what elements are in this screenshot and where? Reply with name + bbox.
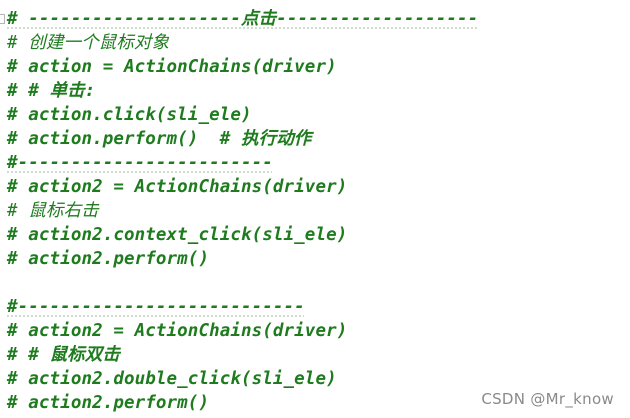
code-line-16: # action2.double_click(sli_ele)	[7, 369, 337, 389]
fold-marker-icon[interactable]	[0, 14, 5, 24]
code-line-1: # --------------------点击----------------…	[7, 9, 479, 29]
code-line-17: # action2.perform()	[7, 393, 210, 413]
code-line-6: # action.perform() # 执行动作	[7, 129, 312, 149]
code-line-10: # action2.context_click(sli_ele)	[7, 225, 348, 245]
code-line-7: #------------------------	[7, 153, 273, 173]
code-line-5: # action.click(sli_ele)	[7, 105, 252, 125]
watermark-label: CSDN @Mr_know	[481, 390, 614, 408]
code-line-4: # # 单击:	[7, 81, 96, 101]
code-line-11: # action2.perform()	[7, 249, 210, 269]
code-line-2: # 创建一个鼠标对象	[7, 33, 170, 53]
code-line-14: # action2 = ActionChains(driver)	[7, 321, 348, 341]
code-line-15: # # 鼠标双击	[7, 345, 120, 365]
code-line-8: # action2 = ActionChains(driver)	[7, 177, 348, 197]
code-line-9: # 鼠标右击	[7, 201, 99, 221]
code-line-13: #---------------------------	[7, 297, 305, 317]
code-line-3: # action = ActionChains(driver)	[7, 57, 337, 77]
